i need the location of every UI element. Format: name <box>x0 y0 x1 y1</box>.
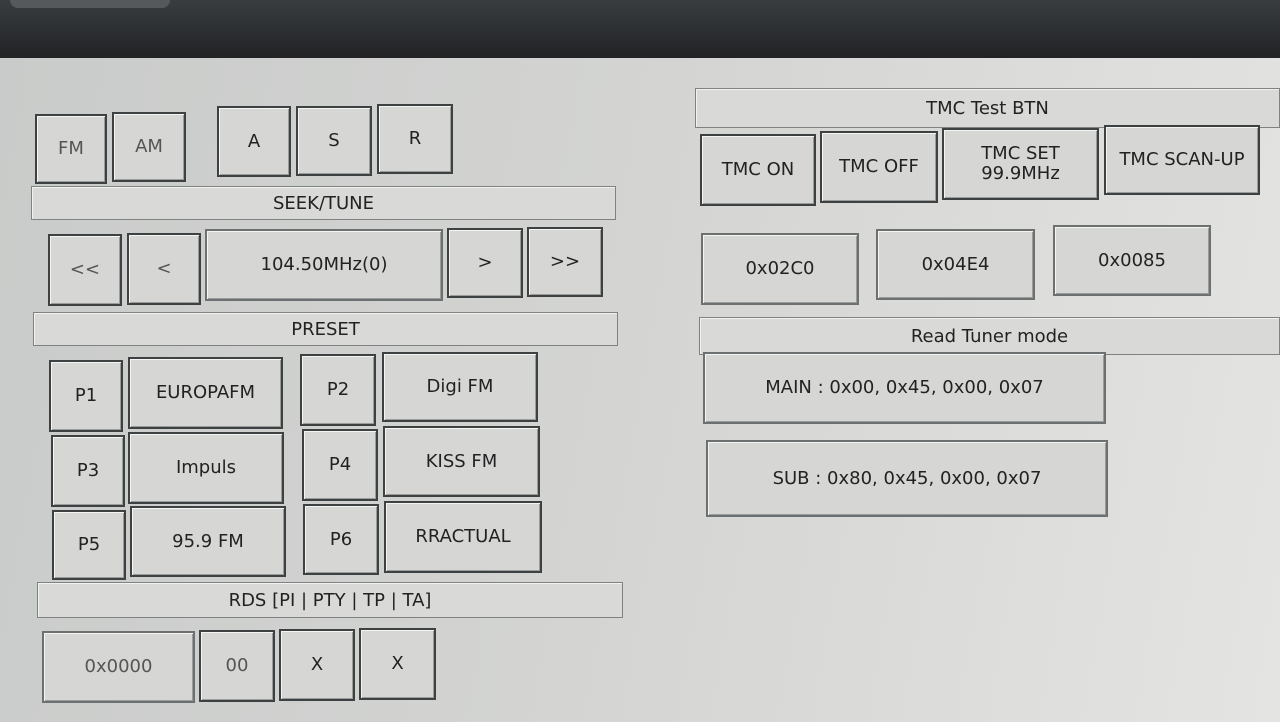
a-button[interactable]: A <box>217 106 291 177</box>
preset-p5-name[interactable]: 95.9 FM <box>130 506 286 577</box>
preset-p4-name[interactable]: KISS FM <box>383 426 540 497</box>
rds-header: RDS [PI | PTY | TP | TA] <box>37 582 623 618</box>
fast-back-button[interactable]: << <box>48 234 122 306</box>
tuner-test-screen: FM AM A S R SEEK/TUNE << < 104.50MHz(0) … <box>0 58 1280 722</box>
tmc-hex-value-3: 0x0085 <box>1053 225 1211 296</box>
preset-header: PRESET <box>33 312 618 346</box>
preset-p4-button[interactable]: P4 <box>302 429 378 501</box>
fm-button[interactable]: FM <box>35 114 107 184</box>
back-button[interactable]: < <box>127 233 201 305</box>
tmc-hex-value-2: 0x04E4 <box>876 229 1035 300</box>
preset-p2-name[interactable]: Digi FM <box>382 352 538 422</box>
tmc-off-button[interactable]: TMC OFF <box>820 131 938 203</box>
preset-p3-button[interactable]: P3 <box>51 435 125 507</box>
rds-tp-value: X <box>279 629 355 701</box>
tuner-sub-value: SUB : 0x80, 0x45, 0x00, 0x07 <box>706 440 1108 517</box>
read-tuner-mode-header: Read Tuner mode <box>699 317 1280 355</box>
preset-p5-button[interactable]: P5 <box>52 510 126 580</box>
tmc-header: TMC Test BTN <box>695 88 1280 128</box>
tmc-on-button[interactable]: TMC ON <box>700 134 816 206</box>
preset-p3-name[interactable]: Impuls <box>128 432 284 504</box>
tmc-scan-up-button[interactable]: TMC SCAN-UP <box>1104 125 1260 195</box>
frequency-display: 104.50MHz(0) <box>205 229 443 301</box>
preset-p2-button[interactable]: P2 <box>300 354 376 426</box>
rds-pty-value: 00 <box>199 630 275 702</box>
device-bezel <box>0 0 1280 62</box>
rds-pi-value: 0x0000 <box>42 631 195 703</box>
preset-p6-name[interactable]: RRACTUAL <box>384 501 542 573</box>
forward-button[interactable]: > <box>447 228 523 298</box>
tuner-main-value: MAIN : 0x00, 0x45, 0x00, 0x07 <box>703 352 1106 424</box>
preset-p1-button[interactable]: P1 <box>49 360 123 432</box>
tmc-set-button[interactable]: TMC SET 99.9MHz <box>942 128 1099 200</box>
seek-tune-header: SEEK/TUNE <box>31 186 616 220</box>
preset-p1-name[interactable]: EUROPAFM <box>128 357 283 429</box>
tmc-hex-value-1: 0x02C0 <box>701 233 859 305</box>
r-button[interactable]: R <box>377 104 453 174</box>
rds-ta-value: X <box>359 628 436 700</box>
preset-p6-button[interactable]: P6 <box>303 504 379 575</box>
bezel-highlight <box>10 0 170 8</box>
fast-forward-button[interactable]: >> <box>527 227 603 297</box>
am-button[interactable]: AM <box>112 112 186 182</box>
s-button[interactable]: S <box>296 106 372 176</box>
